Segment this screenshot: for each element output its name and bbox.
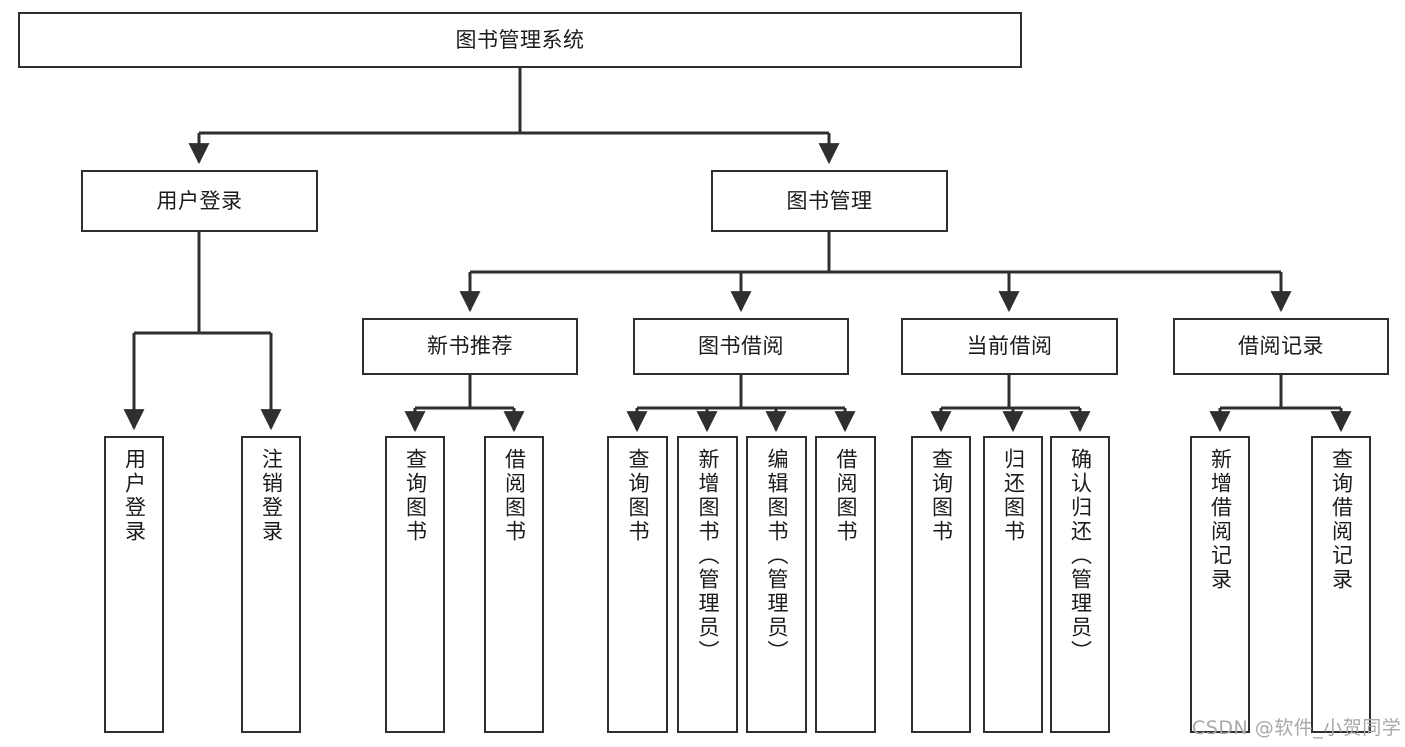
node-label: 归还图书: [1001, 448, 1026, 544]
node-label: 图书管理系统: [455, 27, 585, 52]
node-leaf-edit-book-admin[interactable]: 编辑图书（管理员）: [746, 436, 807, 733]
csdn-watermark: CSDN @软件_小贺同学: [1192, 717, 1402, 739]
node-label: 新增借阅记录: [1208, 448, 1233, 592]
node-label: 查询图书: [929, 448, 954, 544]
node-user-login[interactable]: 用户登录: [81, 170, 318, 232]
node-leaf-query-book-borrow[interactable]: 查询图书: [607, 436, 668, 733]
node-leaf-confirm-return-admin[interactable]: 确认归还（管理员）: [1050, 436, 1110, 733]
node-label: 图书借阅: [698, 334, 784, 359]
node-label: 新书推荐: [427, 334, 513, 359]
node-current-borrow[interactable]: 当前借阅: [901, 318, 1118, 375]
node-leaf-user-login[interactable]: 用户登录: [104, 436, 164, 733]
node-leaf-borrow-book[interactable]: 借阅图书: [815, 436, 876, 733]
node-label: 用户登录: [122, 448, 147, 544]
node-label: 借阅图书: [502, 448, 527, 544]
node-label: 新增图书（管理员）: [696, 448, 720, 664]
node-label: 注销登录: [259, 448, 284, 544]
node-label: 图书管理: [786, 188, 873, 213]
node-label: 用户登录: [156, 188, 243, 213]
node-label: 确认归还（管理员）: [1068, 448, 1093, 664]
node-label: 借阅图书: [834, 448, 858, 544]
node-leaf-query-book-rec[interactable]: 查询图书: [385, 436, 445, 733]
node-root-system[interactable]: 图书管理系统: [18, 12, 1022, 68]
node-label: 借阅记录: [1238, 334, 1324, 359]
node-leaf-logout-login[interactable]: 注销登录: [241, 436, 301, 733]
node-label: 查询图书: [626, 448, 650, 544]
node-label: 查询图书: [403, 448, 428, 544]
node-leaf-return-book[interactable]: 归还图书: [983, 436, 1043, 733]
node-book-borrow[interactable]: 图书借阅: [633, 318, 849, 375]
node-label: 查询借阅记录: [1329, 448, 1354, 592]
node-leaf-add-book-admin[interactable]: 新增图书（管理员）: [677, 436, 738, 733]
node-new-book-recommend[interactable]: 新书推荐: [362, 318, 578, 375]
node-leaf-query-book-current[interactable]: 查询图书: [911, 436, 971, 733]
node-book-manage[interactable]: 图书管理: [711, 170, 948, 232]
node-leaf-add-borrow-record[interactable]: 新增借阅记录: [1190, 436, 1250, 733]
node-label: 当前借阅: [966, 334, 1053, 359]
node-leaf-query-borrow-record[interactable]: 查询借阅记录: [1311, 436, 1371, 733]
node-leaf-borrow-book-rec[interactable]: 借阅图书: [484, 436, 544, 733]
node-borrow-record[interactable]: 借阅记录: [1173, 318, 1389, 375]
node-label: 编辑图书（管理员）: [765, 448, 789, 664]
